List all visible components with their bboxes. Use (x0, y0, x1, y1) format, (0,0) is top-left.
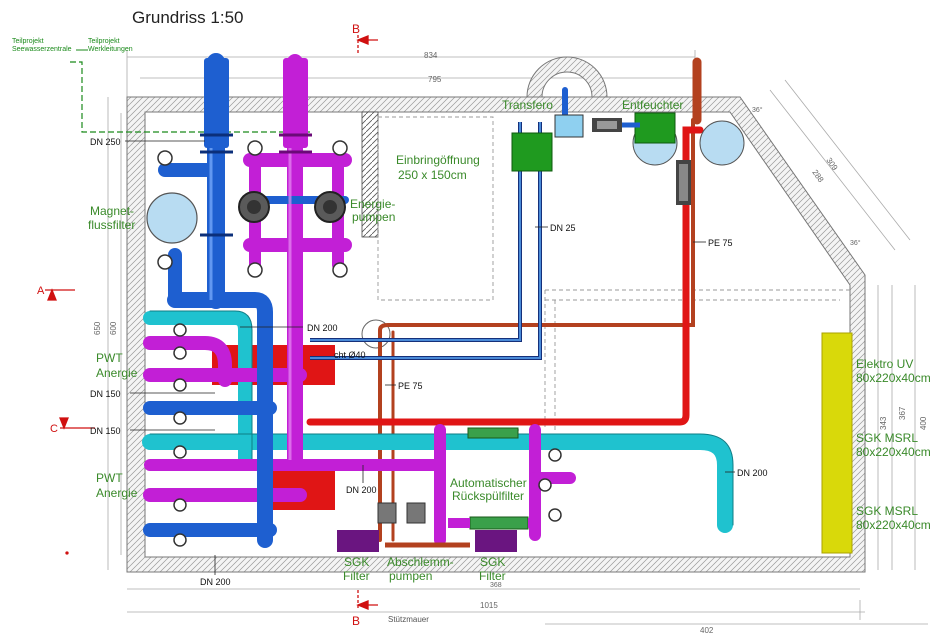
label-dn200-b: DN 200 (346, 485, 377, 495)
teilprojekt-right-1: Teilprojekt (88, 38, 120, 45)
label-dn200-a: DN 200 (307, 323, 338, 333)
dim-368: 368 (490, 582, 502, 589)
dim-367: 367 (898, 406, 907, 420)
leader-lines (125, 140, 735, 575)
label-energie-1: Energie- (350, 197, 395, 211)
dim-343: 343 (879, 416, 888, 430)
label-msrl1-2: 80x220x40cm (856, 445, 930, 459)
label-entfeuchter: Entfeuchter (622, 98, 683, 112)
dim-834: 834 (424, 51, 438, 60)
label-abschlemm-1: Abschlemm- (387, 555, 454, 569)
label-energie-2: pumpen (352, 210, 395, 224)
label-pe75-b: PE 75 (708, 238, 733, 248)
label-msrl2-1: SGK MSRL (856, 504, 918, 518)
pwt-block-bottom (270, 465, 335, 510)
valve-handwheels (157, 140, 562, 547)
label-sgk1-2: Filter (343, 569, 370, 583)
section-c-label: C (50, 423, 58, 435)
sgk-filter-box-2 (475, 530, 517, 552)
label-sump: cht Ø40 (334, 350, 366, 360)
label-sgk1-1: SGK (344, 555, 369, 569)
label-elektro-2: 80x220x40cm (856, 371, 930, 385)
red-return-pipe (306, 126, 704, 426)
section-b-bottom-label: B (352, 614, 360, 628)
label-msrl2-2: 80x220x40cm (856, 518, 930, 532)
label-rueck-2: Rückspülfilter (452, 489, 524, 503)
dim-600: 600 (109, 321, 118, 335)
label-magnet-1: Magnet- (90, 204, 134, 218)
label-einbring-2: 250 x 150cm (398, 168, 467, 182)
teilprojekt-right-2: Werkleitungen (88, 46, 133, 53)
label-einbring-1: Einbringöffnung (396, 153, 480, 167)
electrical-cabinet (821, 332, 853, 554)
label-pwt1-2: Anergie (96, 366, 138, 380)
label-dn150-b: DN 150 (90, 426, 121, 436)
label-magnet-2: flussfilter (88, 218, 135, 232)
dimension-lines (107, 50, 928, 625)
cyan-pipes (142, 311, 733, 533)
angle-bottom: 36° (850, 239, 861, 247)
label-dn250: DN 250 (90, 137, 121, 147)
label-pe75-a: PE 75 (398, 381, 423, 391)
label-pwt2-1: PWT (96, 471, 123, 485)
section-a-label: A (37, 285, 45, 297)
dim-402: 402 (700, 626, 714, 635)
label-pwt1-1: PWT (96, 351, 123, 365)
label-stuetzmauer: Stützmauer (388, 615, 429, 624)
upper-right-equipment (511, 112, 745, 205)
dim-400: 400 (919, 416, 928, 430)
label-dn200-c: DN 200 (737, 468, 768, 478)
dim-650: 650 (93, 321, 102, 335)
label-dn150-a: DN 150 (90, 389, 121, 399)
label-dn200-d: DN 200 (200, 577, 231, 587)
label-transfero: Transfero (502, 98, 553, 112)
label-elektro-1: Elektro UV (856, 357, 913, 371)
blue-pipes (143, 53, 583, 548)
backwash-filter (377, 427, 540, 548)
label-sgk2-2: Filter (479, 569, 506, 583)
plan-title: Grundriss 1:50 (132, 8, 244, 27)
dim-309: 309 (824, 156, 839, 173)
dim-1015: 1015 (480, 601, 498, 610)
label-pwt2-2: Anergie (96, 486, 138, 500)
section-markers (45, 35, 378, 610)
teilprojekt-left-2: Seewasserzentrale (12, 46, 72, 53)
label-rueck-1: Automatischer (450, 476, 527, 490)
label-abschlemm-2: pumpen (389, 569, 432, 583)
teilprojekt-left-1: Teilprojekt (12, 38, 44, 45)
energy-pumps (238, 191, 346, 223)
label-msrl1-1: SGK MSRL (856, 431, 918, 445)
label-sgk2-1: SGK (480, 555, 505, 569)
dim-795: 795 (428, 75, 442, 84)
dim-288: 288 (810, 168, 825, 185)
magnet-filter-tank (146, 192, 198, 244)
angle-top: 36° (752, 106, 763, 114)
label-dn25: DN 25 (550, 223, 576, 233)
section-b-top-label: B (352, 22, 360, 36)
sgk-filter-box-1 (337, 530, 379, 552)
